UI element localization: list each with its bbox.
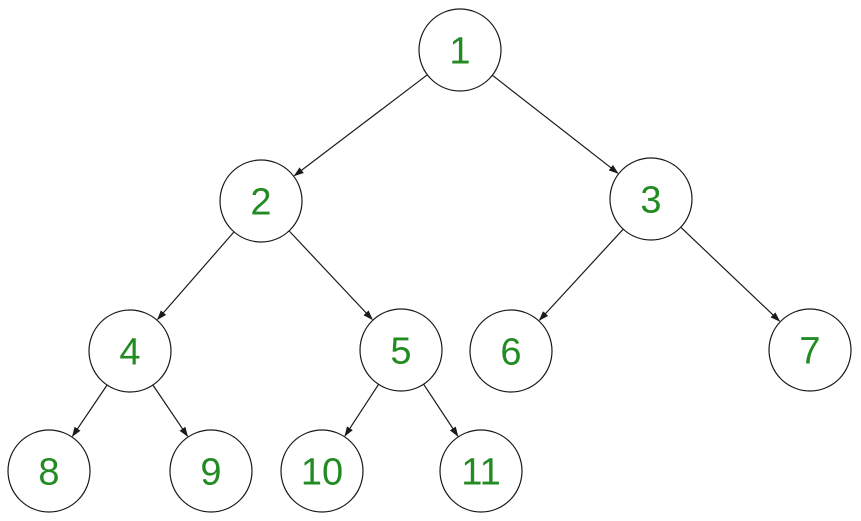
node-label: 9	[200, 451, 221, 493]
node-circle	[169, 429, 253, 513]
tree-edge-1-2	[293, 74, 428, 177]
tree-node-11: 11	[439, 429, 523, 513]
tree-node-9: 9	[169, 429, 253, 513]
tree-node-10: 10	[280, 429, 364, 513]
tree-node-5: 5	[359, 308, 443, 392]
tree-node-8: 8	[7, 429, 91, 513]
tree-node-6: 6	[469, 309, 553, 393]
node-circle	[280, 429, 364, 513]
tree-edge-5-11	[423, 383, 459, 437]
node-circle	[768, 308, 852, 392]
node-label: 7	[799, 330, 820, 372]
tree-node-7: 7	[768, 308, 852, 392]
node-circle	[359, 308, 443, 392]
node-label: 2	[250, 181, 271, 223]
node-label: 8	[38, 451, 59, 493]
tree-node-4: 4	[88, 309, 172, 393]
node-label: 3	[640, 179, 661, 221]
node-label: 1	[449, 30, 470, 72]
node-label: 10	[301, 451, 343, 493]
tree-edge-3-6	[538, 228, 624, 321]
tree-edge-3-7	[680, 226, 781, 322]
tree-edge-2-4	[156, 231, 235, 321]
node-label: 4	[119, 331, 140, 373]
node-circle	[418, 8, 502, 92]
tree-edge-5-10	[344, 383, 380, 437]
node-circle	[469, 309, 553, 393]
tree-node-2: 2	[219, 159, 303, 243]
node-circle	[219, 159, 303, 243]
node-label: 11	[461, 451, 500, 493]
node-circle	[88, 309, 172, 393]
tree-edge-1-3	[491, 74, 619, 174]
tree-node-1: 1	[418, 8, 502, 92]
tree-edge-4-8	[71, 384, 108, 438]
tree-edge-2-5	[288, 230, 373, 321]
tree-edge-4-9	[152, 384, 189, 438]
node-circle	[609, 157, 693, 241]
node-label: 5	[390, 330, 411, 372]
node-label: 6	[500, 331, 521, 373]
node-circle	[439, 429, 523, 513]
node-circle	[7, 429, 91, 513]
tree-node-3: 3	[609, 157, 693, 241]
